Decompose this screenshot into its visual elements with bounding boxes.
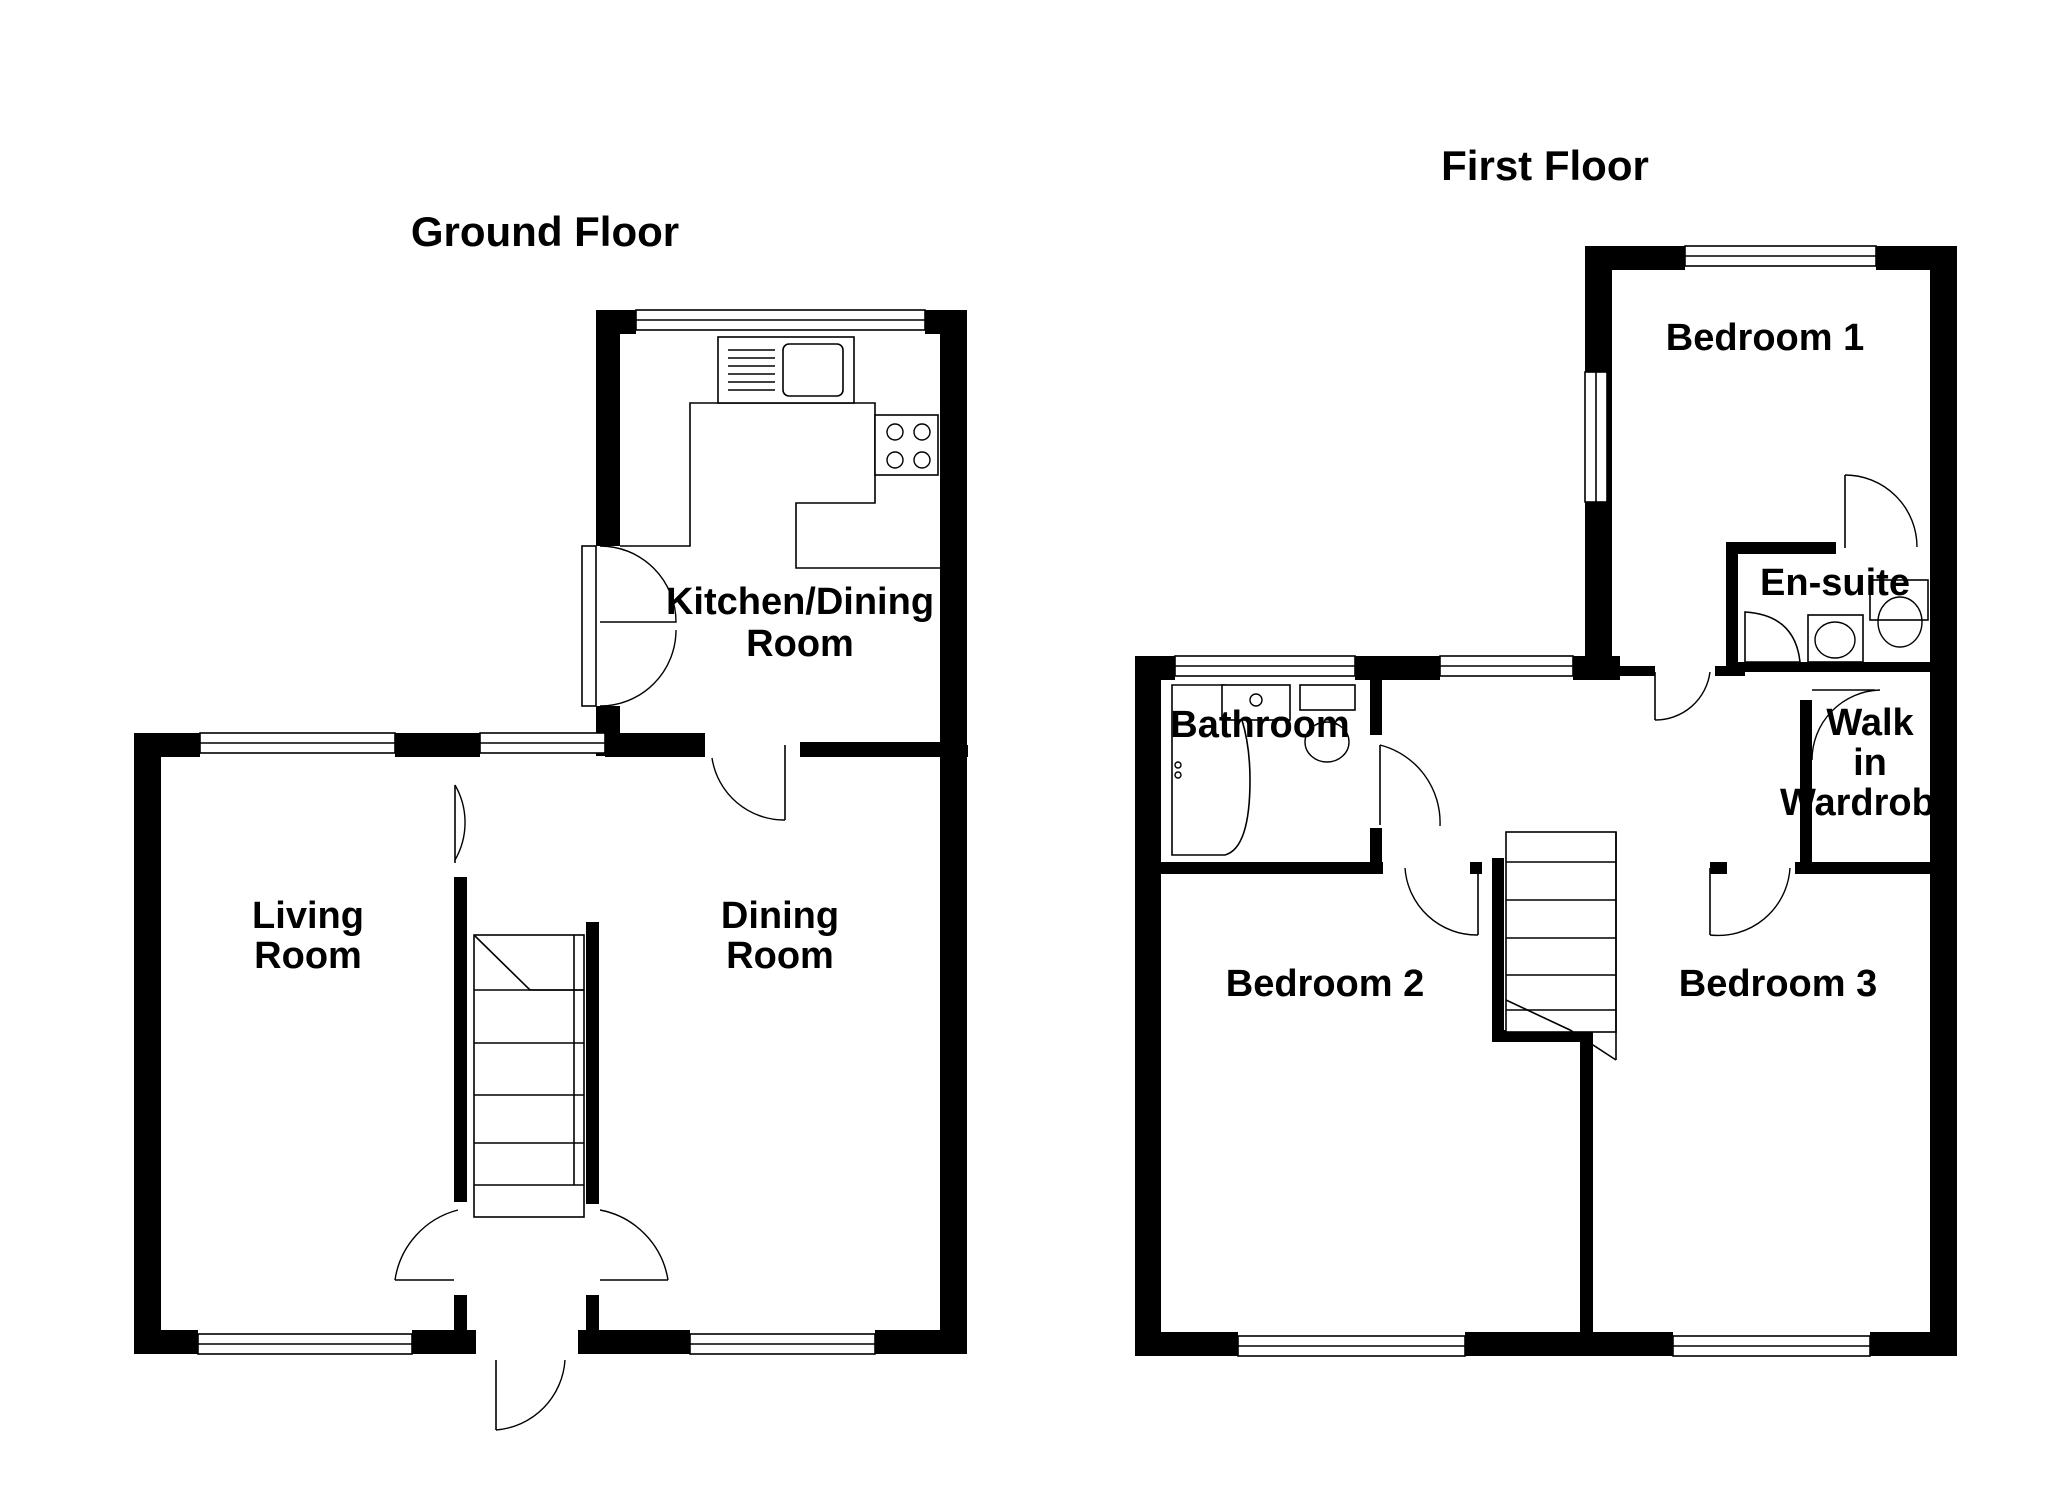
ground-floor-title: Ground Floor — [411, 208, 679, 255]
porch-door-left — [394, 1209, 459, 1281]
kitchen-side-door — [581, 545, 597, 707]
ground-floor-stairs — [473, 934, 585, 1218]
first-floor-stairs — [1505, 831, 1617, 1061]
bedroom2-label: Bedroom 2 — [1226, 963, 1424, 1005]
walkin-label-line1: Walk — [1826, 702, 1914, 744]
porch-door-right — [599, 1209, 669, 1281]
first-floor-doors — [1379, 474, 1918, 937]
walkin-label-line2: in — [1853, 742, 1887, 784]
first-floor-windows — [1174, 245, 1877, 1357]
ground-floor-walls — [134, 310, 968, 1354]
ground-floor-doors — [394, 545, 786, 1431]
first-floor-plan: First Floor — [1135, 142, 1957, 1357]
bathroom-basin — [1221, 684, 1291, 721]
bedroom1-label: Bedroom 1 — [1666, 317, 1864, 359]
ground-floor-windows — [197, 309, 926, 1355]
dining-room-label-line1: Dining — [721, 895, 839, 937]
bedroom3-label: Bedroom 3 — [1679, 963, 1877, 1005]
first-floor-fixtures — [1171, 579, 1929, 856]
living-room-label-line2: Room — [254, 935, 362, 977]
living-room-label-line1: Living — [252, 895, 364, 937]
bathroom-label: Bathroom — [1170, 704, 1349, 746]
dining-room-label-line2: Room — [726, 935, 834, 977]
kitchen-units — [620, 336, 940, 569]
kitchen-dining-label-line2: Room — [746, 623, 854, 665]
walkin-label-line3: Wardrobe — [1780, 782, 1956, 824]
first-floor-walls — [1135, 246, 1957, 1356]
ground-floor-plan: Ground Floor — [134, 208, 968, 1431]
ensuite-shower — [1744, 611, 1801, 663]
kitchen-hob — [874, 414, 939, 476]
ensuite-basin — [1807, 614, 1864, 663]
ensuite-label: En-suite — [1760, 562, 1910, 604]
kitchen-dining-label-line1: Kitchen/Dining — [666, 581, 934, 623]
first-floor-title: First Floor — [1441, 142, 1649, 189]
bathroom-wc-cistern — [1299, 684, 1356, 711]
